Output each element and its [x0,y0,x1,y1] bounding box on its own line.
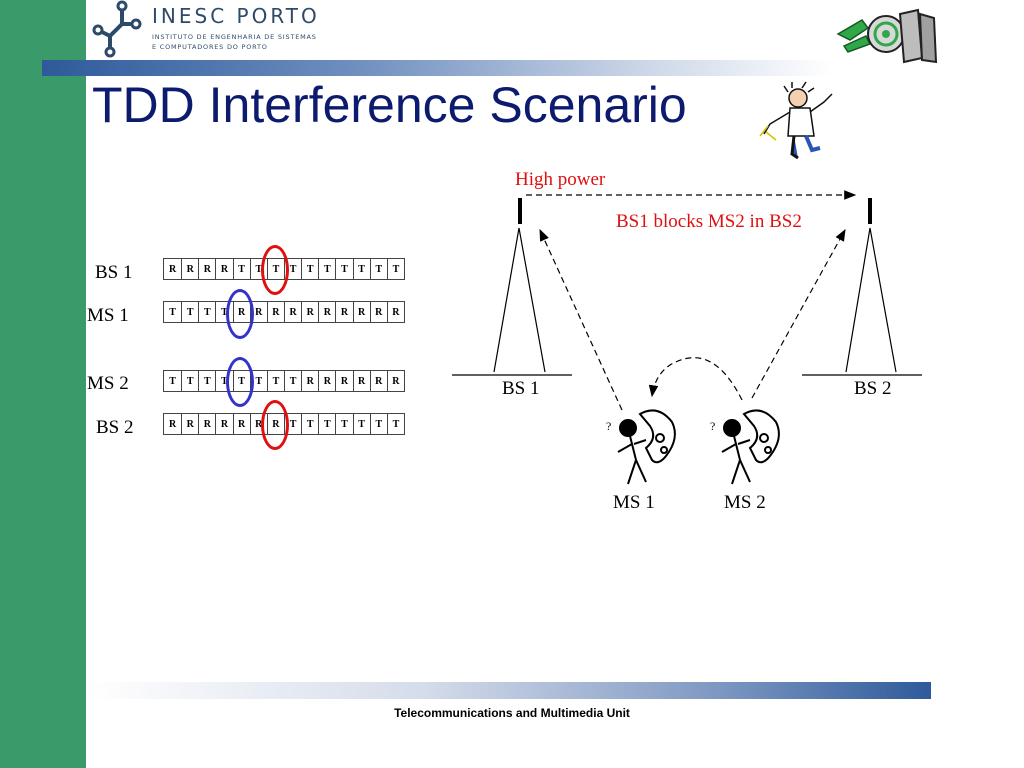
tdd-slot: T [215,302,232,322]
tdd-slot: T [318,414,335,434]
tdd-slot: T [181,371,198,391]
tdd-slot: R [369,302,387,322]
tdd-slot: R [215,414,232,434]
tdd-slot: R [249,414,267,434]
tdd-slot: T [352,259,370,279]
highlight-ellipse-bs1 [261,245,289,295]
tdd-slot: R [168,263,177,275]
left-accent-bar [0,0,86,768]
ms1-uplink-arrow [539,228,623,411]
blocks-note: BS1 blocks MS2 in BS2 [616,211,802,232]
tdd-slot: R [386,302,404,322]
tdd-slot: T [215,371,232,391]
tdd-slot: T [386,414,404,434]
tdd-slot: R [198,259,215,279]
tdd-slot: R [352,371,370,391]
tdd-slot: T [318,259,335,279]
tdd-slot: T [301,259,318,279]
bs2-tower-label: BS 2 [854,378,892,399]
tdd-slot: R [232,414,250,434]
tdd-slot: R [198,414,215,434]
tdd-slot: T [198,302,215,322]
tdd-slot: T [369,259,387,279]
tdd-slot: T [169,306,176,318]
frame-label-bs2: BS 2 [96,417,134,438]
tdd-slot: R [335,302,352,322]
slide-title: TDD Interference Scenario [92,77,687,133]
bs1-tower [452,198,572,376]
tdd-slot: T [232,259,250,279]
highlight-ellipse-ms1 [226,289,254,339]
tdd-slot: R [215,259,232,279]
tdd-slot: T [369,414,387,434]
tdd-slot: R [335,371,352,391]
tdd-slot: R [266,302,284,322]
header-gradient-band [42,60,832,76]
tdd-slot: T [335,414,352,434]
frame-label-ms2: MS 2 [87,373,129,394]
tdd-slot: R [301,302,318,322]
footer-gradient-band [86,682,931,699]
tdd-slot: T [249,259,267,279]
tdd-slot: T [301,414,318,434]
tdd-slot: T [266,371,284,391]
tdd-slot: R [386,371,404,391]
tdd-slot: R [352,302,370,322]
person-with-phone-clipart: ? [710,409,780,485]
tdd-slot: T [169,375,176,387]
tdd-slot: R [369,371,387,391]
tdd-slot: R [318,302,335,322]
bs2-tower [802,198,922,376]
tdd-slot: T [284,371,301,391]
org-subtitle-line1: INSTITUTO DE ENGENHARIA DE SISTEMAS [152,33,317,41]
ms2-uplink-arrow [751,228,846,399]
tdd-slot: T [352,414,370,434]
ms1-label: MS 1 [613,492,655,513]
tdd-slot: T [335,259,352,279]
tdd-slot: R [301,371,318,391]
tdd-slot: R [181,259,198,279]
tdd-slot: T [181,302,198,322]
svg-text:?: ? [606,419,611,433]
highlight-ellipse-ms2 [226,357,254,407]
svg-text:?: ? [710,419,715,433]
frame-label-bs1: BS 1 [95,262,133,283]
footer-text: Telecommunications and Multimedia Unit [394,706,630,720]
org-subtitle-line2: E COMPUTADORES DO PORTO [152,43,268,51]
tdd-slot: T [198,371,215,391]
highlight-ellipse-bs2 [261,400,289,450]
high-power-label: High power [515,169,606,190]
ms2-to-ms1-interference-arrow [648,357,743,401]
tdd-slot: T [386,259,404,279]
person-with-phone-clipart: ? [606,409,676,485]
frame-label-ms1: MS 1 [87,305,129,326]
tdd-slot: R [318,371,335,391]
tdd-slot: R [284,302,301,322]
tdd-slot: R [168,418,177,430]
bs1-tower-label: BS 1 [502,378,540,399]
org-name: INESC PORTO [152,4,320,28]
ms2-label: MS 2 [724,492,766,513]
circuit-node-logo-icon [92,0,142,58]
tdd-slot: R [181,414,198,434]
